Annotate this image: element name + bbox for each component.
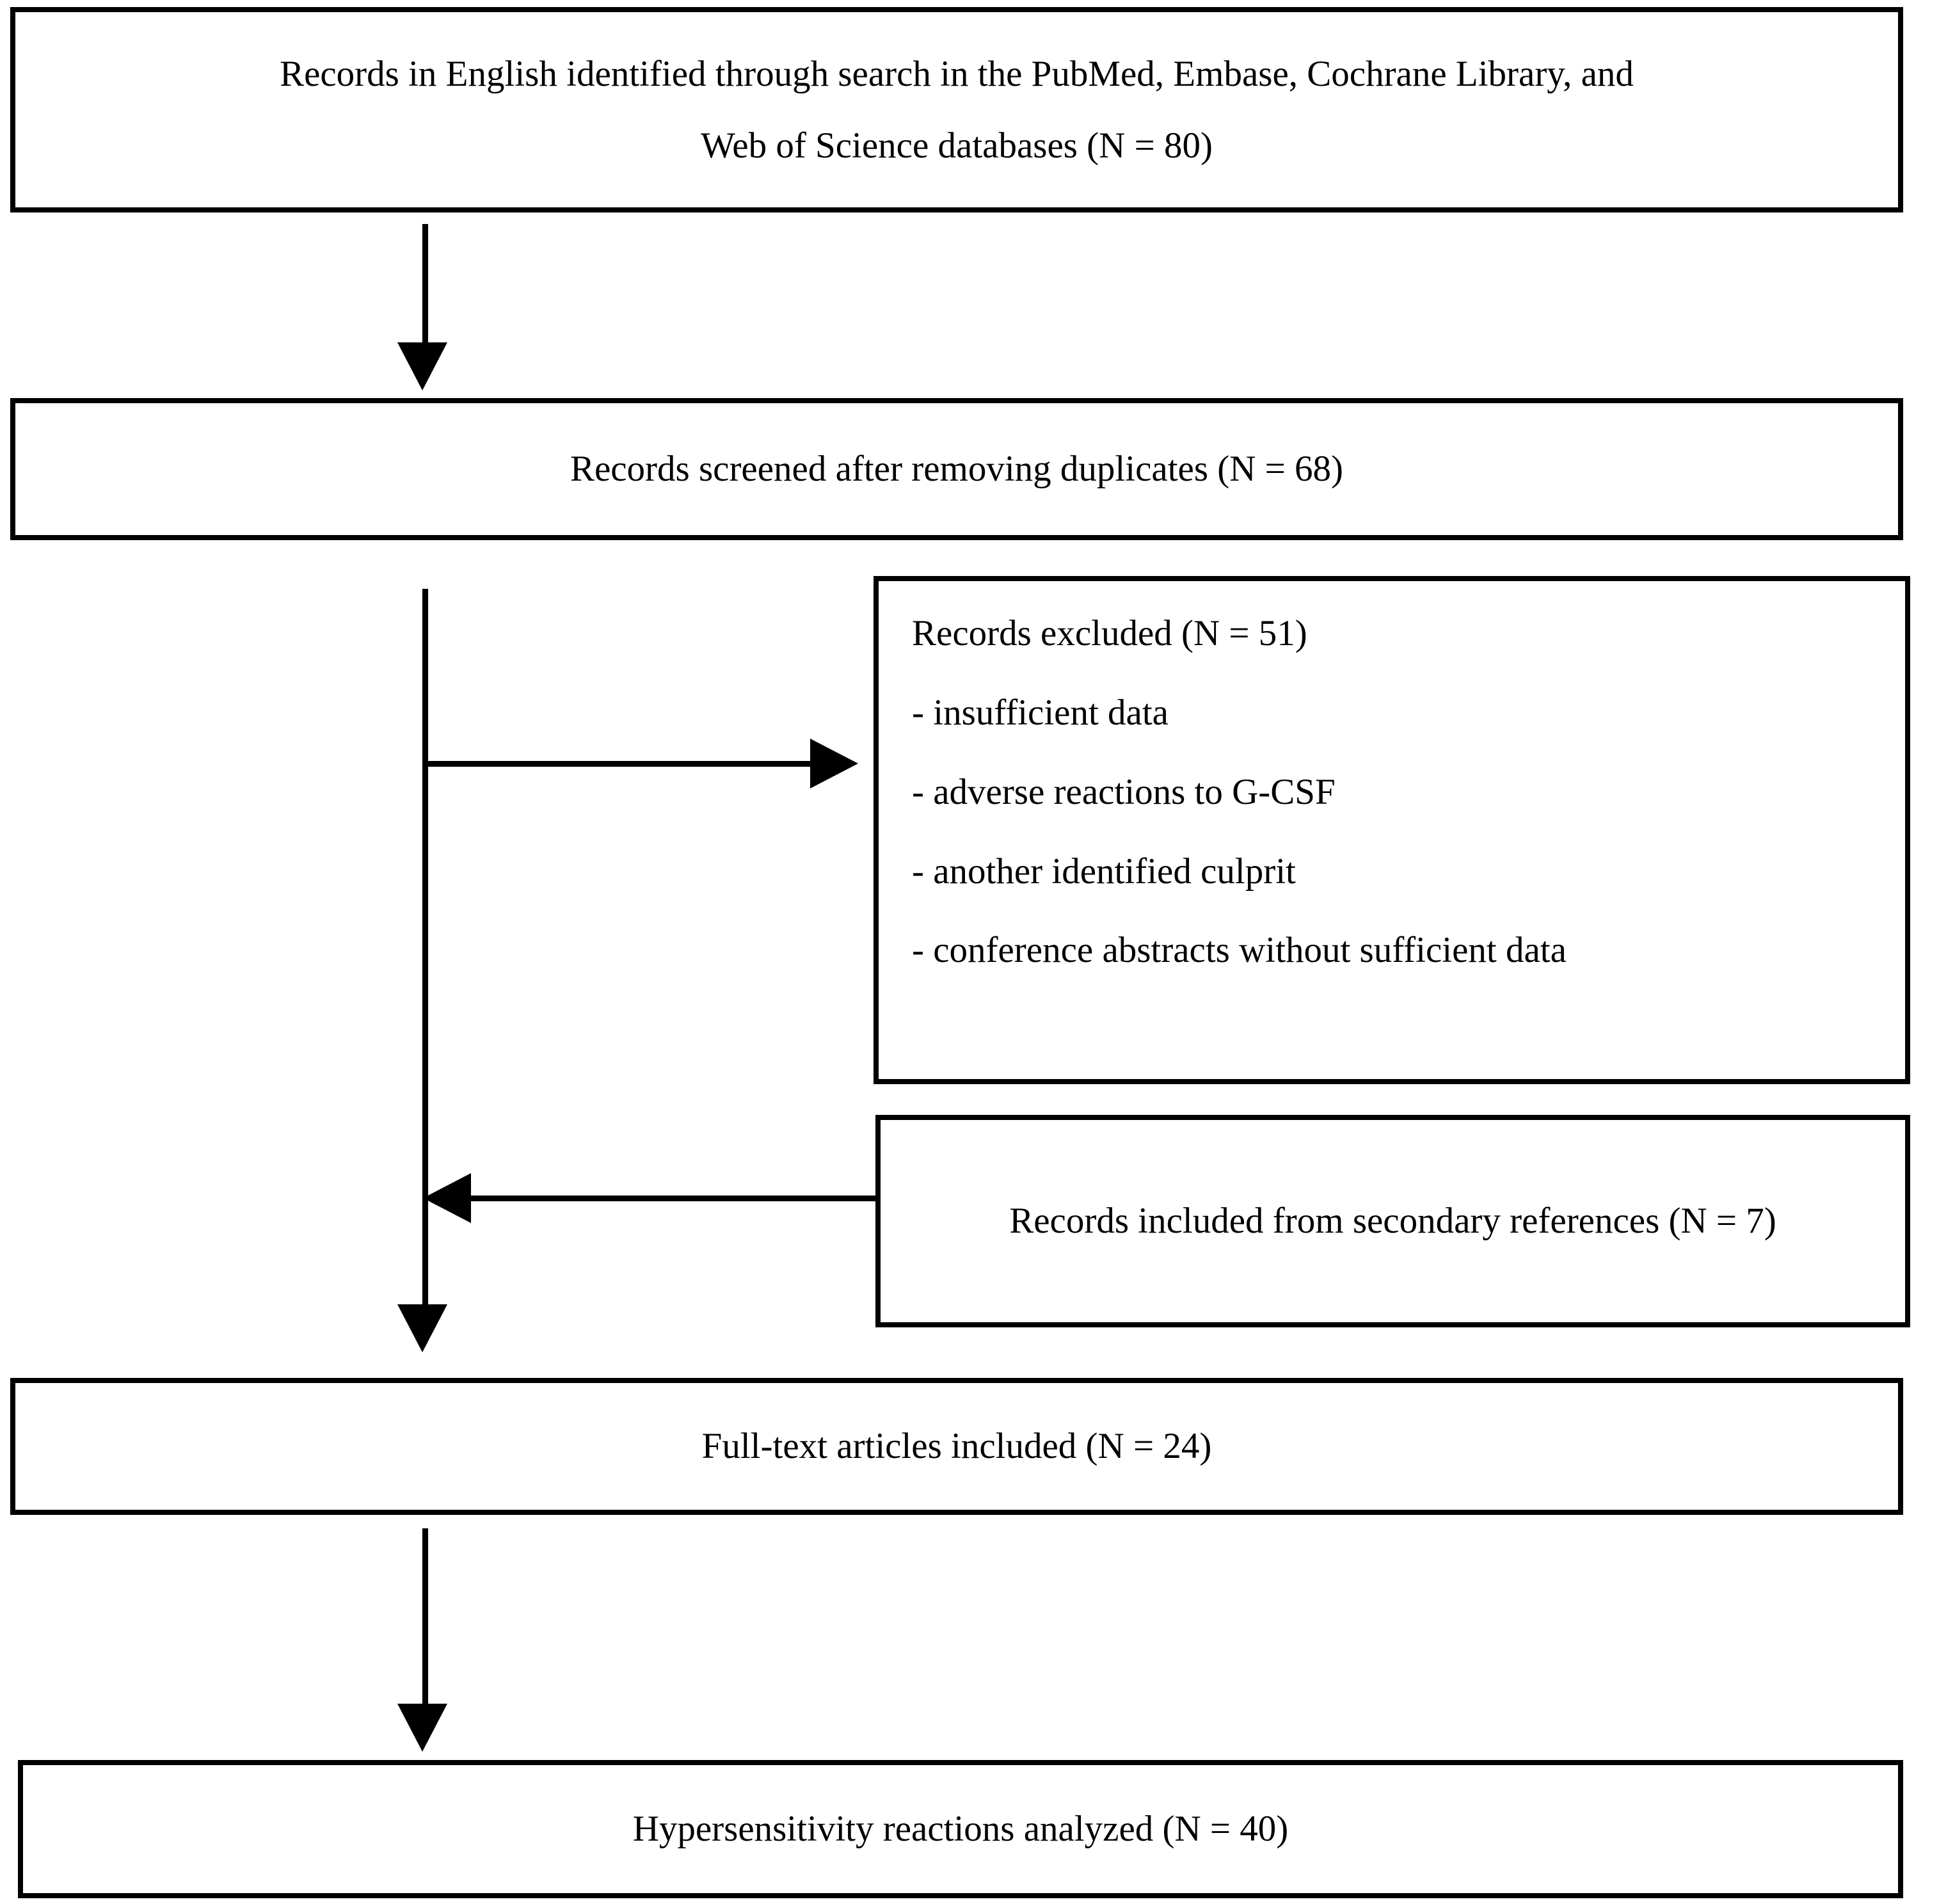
excluded-reason-item: - conference abstracts without sufficien…	[912, 930, 1567, 971]
box-hypersensitivity-reactions-analyzed-text: Hypersensitivity reactions analyzed (N =…	[632, 1809, 1289, 1850]
connector-screened-to-excluded	[422, 761, 813, 767]
box-records-excluded-heading: Records excluded (N = 51)	[912, 613, 1307, 653]
excluded-reason-item: - another identified culprit	[912, 851, 1296, 892]
box-records-excluded: Records excluded (N = 51) - insufficient…	[874, 576, 1910, 1084]
box-records-identified: Records in English identified through se…	[10, 7, 1903, 212]
excluded-reason-item: - adverse reactions to G-CSF	[912, 771, 1336, 812]
box-records-secondary-references-text: Records included from secondary referenc…	[1009, 1201, 1776, 1242]
connector-secondary-to-spine	[471, 1196, 875, 1201]
connector-identified-to-screened	[422, 224, 428, 346]
box-fulltext-articles-included: Full-text articles included (N = 24)	[10, 1378, 1903, 1515]
arrow-down-icon-screened-to-fulltext	[397, 1304, 447, 1352]
box-records-screened-text: Records screened after removing duplicat…	[570, 449, 1344, 490]
box-fulltext-articles-included-text: Full-text articles included (N = 24)	[701, 1426, 1212, 1467]
connector-screened-to-fulltext	[422, 589, 428, 1306]
box-records-identified-text: Records in English identified through se…	[280, 54, 1634, 166]
box-records-screened: Records screened after removing duplicat…	[10, 398, 1903, 540]
arrow-right-icon-screened-to-excluded	[810, 739, 858, 788]
arrow-left-icon-secondary-to-spine	[423, 1173, 471, 1223]
box-hypersensitivity-reactions-analyzed: Hypersensitivity reactions analyzed (N =…	[18, 1760, 1903, 1898]
excluded-reason-list: Records excluded (N = 51) - insufficient…	[912, 614, 1879, 970]
arrow-down-icon-fulltext-to-analyzed	[397, 1704, 447, 1752]
excluded-reason-item: - insufficient data	[912, 692, 1169, 733]
connector-fulltext-to-analyzed	[422, 1528, 428, 1708]
box-records-secondary-references: Records included from secondary referenc…	[875, 1115, 1910, 1327]
arrow-down-icon-identified-to-screened	[397, 342, 447, 390]
